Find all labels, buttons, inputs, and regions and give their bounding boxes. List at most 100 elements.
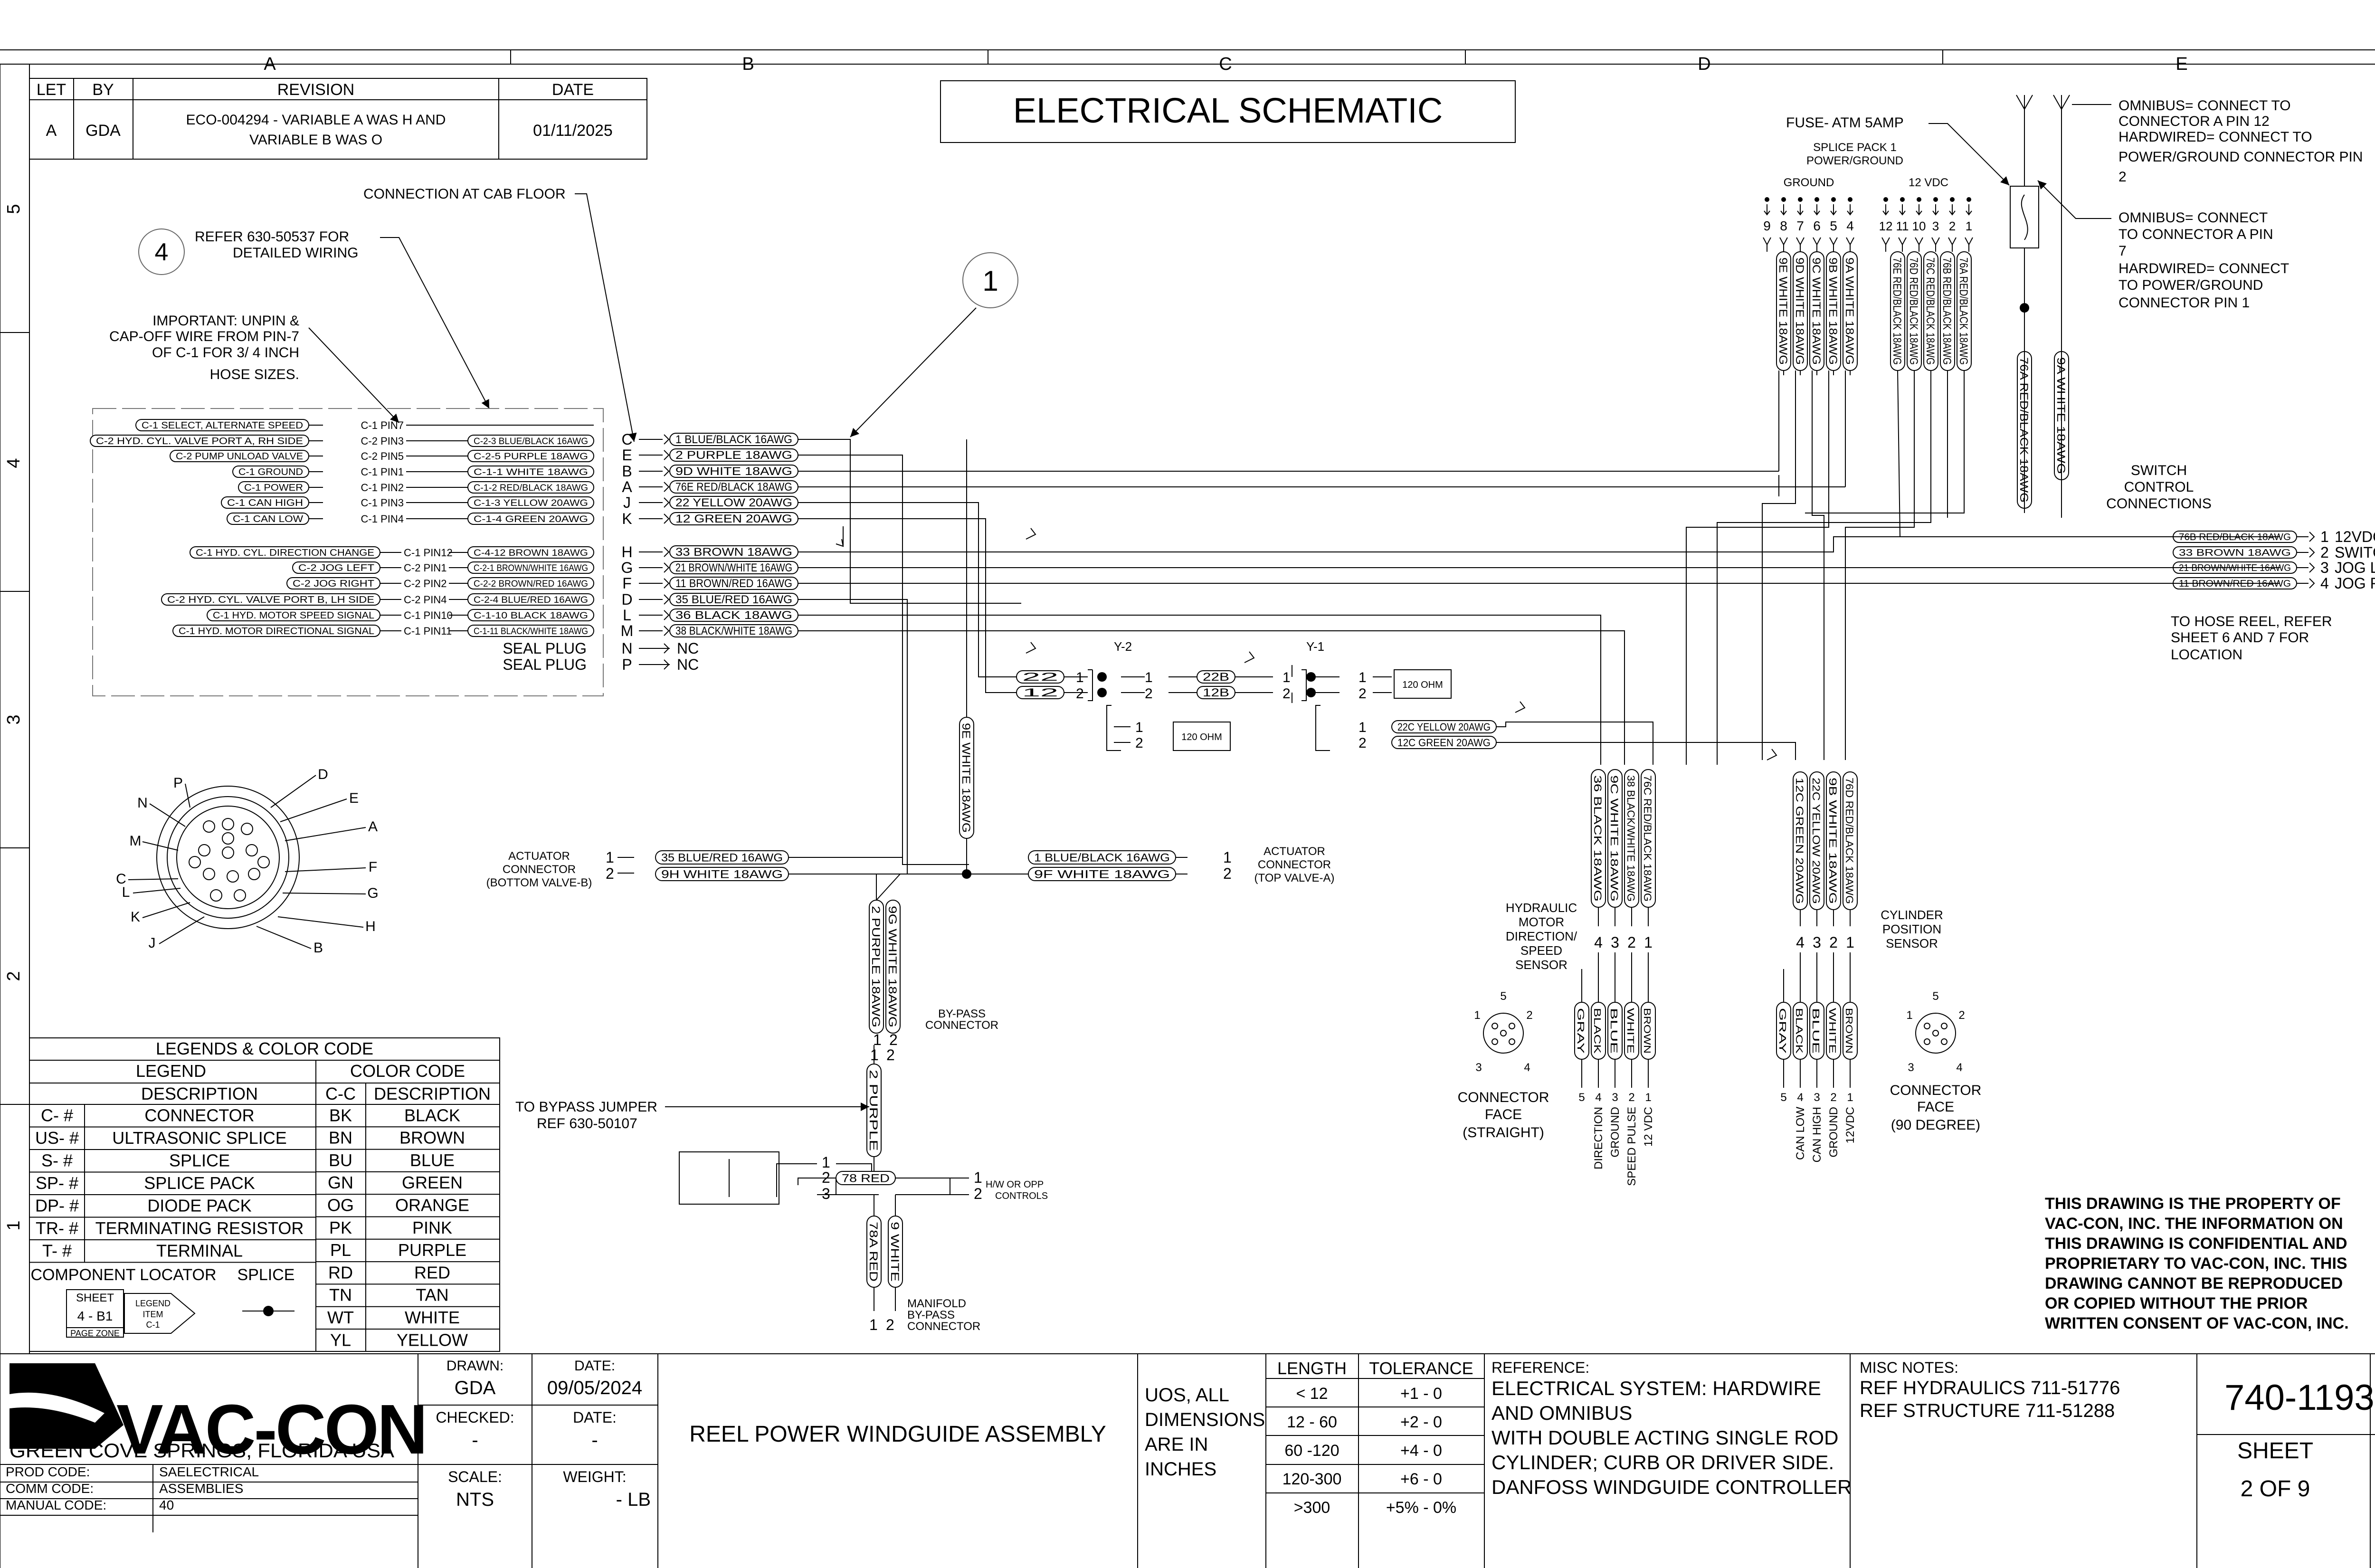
uos-line: UOS, ALL — [1145, 1385, 1229, 1406]
assembly-title: REEL POWER WINDGUIDE ASSEMBLY — [689, 1422, 1106, 1447]
sensor-pin: 3 — [1611, 934, 1619, 951]
func-capsule: C-2 HYD. CYL. VALVE PORT A, RH SIDE — [90, 435, 309, 447]
face-pin-label: N — [137, 795, 148, 811]
sensor-color-pin: 1 — [1847, 1091, 1853, 1104]
rev-date: 01/11/2025 — [533, 122, 613, 140]
splice-ground-wire-text: 9B WHITE 18AWG — [1826, 257, 1839, 365]
can-out-12b: 12B — [1197, 686, 1235, 699]
misc-line: REF HYDRAULICS 711-51776 — [1860, 1378, 2120, 1398]
code-value: ASSEMBLIES — [159, 1481, 243, 1496]
cyl_sensor-wire: 12C GREEN 20AWG — [1793, 771, 1808, 910]
wire-capsule: 1 BLUE/BLACK 16AWG — [669, 433, 798, 446]
act-b-1: ACTUATOR — [508, 850, 570, 863]
can-out-12b-text: 12B — [1203, 686, 1229, 699]
switch-pin: 1 — [2320, 528, 2329, 545]
legend-sym: C- # — [41, 1106, 73, 1125]
tb-drawn: GDA — [455, 1378, 496, 1398]
y2-t-pin1: 1 — [1135, 720, 1143, 735]
wire-capsule-text: 1 BLUE/BLACK 16AWG — [675, 433, 792, 446]
switch-label: SWITCH DIRECTION — [2335, 544, 2375, 561]
man-lp2: 2 — [822, 1169, 830, 1186]
switch-wire-text: 21 BROWN/WHITE 16AWG — [2179, 563, 2291, 573]
face-str-1: CONNECTOR — [1458, 1090, 1549, 1105]
y1-pin1-l: 1 — [1282, 670, 1291, 685]
fuse-assembly: FUSE- ATM 5AMP OMNIBUS= CONNECT TO CONNE… — [1786, 95, 2363, 506]
cyl_sensor-wire-text: 12C GREEN 20AWG — [1794, 778, 1805, 904]
note-refer-1: REFER 630-50537 FOR — [195, 229, 349, 245]
zone-col-e: E — [2176, 54, 2187, 74]
title-text: ELECTRICAL SCHEMATIC — [1013, 91, 1443, 130]
connector-letter: A — [622, 478, 632, 495]
rev-header-date: DATE — [552, 81, 594, 99]
func-capsule: C-1 CAN HIGH — [221, 496, 309, 509]
cyl_sensor-color: BLACK — [1793, 1002, 1808, 1060]
splice-ground-wire: 9D WHITE 18AWG — [1793, 251, 1808, 371]
manifold-down2-text: 9 WHITE — [888, 1222, 901, 1282]
hyd_sensor-wire: 36 BLACK 18AWG — [1591, 769, 1606, 908]
sensor-signal: CAN HIGH — [1811, 1107, 1824, 1162]
manifold-l3: CONNECTOR — [907, 1320, 980, 1333]
omnibus2-l5: TO POWER/GROUND — [2118, 277, 2263, 293]
y2-pin2-r: 2 — [1145, 686, 1153, 702]
color-name: BLACK — [404, 1105, 460, 1125]
act-a-wire1: 1 BLUE/BLACK 16AWG — [1028, 850, 1176, 865]
wire-capsule-text: 35 BLUE/RED 16AWG — [675, 593, 792, 606]
nc-label: NC — [677, 656, 699, 673]
note-important-1: IMPORTANT: UNPIN & — [152, 313, 299, 329]
tol-header-len: LENGTH — [1277, 1359, 1347, 1378]
trunk-wiring — [618, 370, 2280, 1311]
splice-power-wire: 76E RED/BLACK 18AWG — [1890, 251, 1905, 371]
sensor-color-pin: 4 — [1595, 1091, 1601, 1104]
actuator-connectors: ACTUATOR CONNECTOR (BOTTOM VALVE-B) 1 2 … — [486, 845, 1335, 889]
func-capsule: C-1 HYD. CYL. DIRECTION CHANGE — [190, 546, 380, 559]
hyd_sensor-wire-text: 36 BLACK 18AWG — [1592, 775, 1604, 902]
tb-checked: - — [472, 1430, 478, 1451]
bypass-wire1-text: 2 PURPLE 18AWG — [869, 906, 882, 1027]
sensor-color-pin: 3 — [1814, 1091, 1820, 1104]
sensor-pin: 3 — [1813, 934, 1821, 951]
harness-capsule: C-1-4 GREEN 20AWG — [467, 513, 594, 525]
legend-desc: TERMINATING RESISTOR — [95, 1218, 304, 1238]
legend-sym: T- # — [42, 1241, 72, 1261]
y1-label: Y-1 — [1306, 639, 1324, 654]
hyd_sensor-color-text: BLUE — [1608, 1008, 1619, 1054]
func-capsule-text: C-1 POWER — [244, 483, 303, 493]
bypass-wire2: 9G WHITE 18AWG — [885, 900, 901, 1034]
revision-block: LET BY REVISION DATE A GDA ECO-004294 - … — [29, 78, 647, 160]
harness-capsule: C-1-11 BLACK/WHITE 18AWG — [467, 625, 594, 637]
hyd_sensor-wire: 9C WHITE 18AWG — [1607, 769, 1623, 908]
bypass-l1: BY-PASS — [938, 1007, 986, 1020]
tol-len: < 12 — [1296, 1385, 1328, 1403]
act-a-pin2: 2 — [1223, 865, 1232, 882]
color-code: TN — [329, 1285, 352, 1305]
misc-label: MISC NOTES: — [1860, 1359, 1958, 1376]
cyl_sensor-color-text: GRAY — [1777, 1008, 1787, 1054]
can-in-12: 12 — [1016, 686, 1064, 699]
splice-ground-wire-text: 9C WHITE 18AWG — [1810, 257, 1823, 365]
wire-9e-text: 9E WHITE 18AWG — [960, 723, 972, 833]
manifold-l2: BY-PASS — [907, 1309, 955, 1321]
note-important-2: CAP-OFF WIRE FROM PIN-7 — [109, 329, 299, 344]
ohm-y1: 120 OHM — [1402, 680, 1443, 690]
tb-weight: - LB — [616, 1489, 651, 1510]
note-important-4: HOSE SIZES. — [210, 367, 299, 382]
wire-capsule: 9D WHITE 18AWG — [669, 465, 798, 478]
reference-line: CYLINDER; CURB OR DRIVER SIDE. — [1492, 1451, 1834, 1473]
func-capsule: C-1 SELECT, ALTERNATE SPEED — [135, 419, 309, 431]
tol-len: 60 -120 — [1284, 1442, 1339, 1460]
pin-label: C-2 PIN4 — [404, 594, 446, 606]
wire-capsule: 12 GREEN 20AWG — [669, 512, 798, 525]
harness-capsule-text: C-2-5 PURPLE 18AWG — [474, 452, 588, 462]
logo-text: VAC-CON — [116, 1390, 426, 1469]
color-name: BROWN — [399, 1128, 465, 1148]
tb-drawn_label: DRAWN: — [446, 1358, 504, 1374]
sensor-face-pin: 1 — [1906, 1009, 1912, 1022]
func-capsule: C-1 CAN LOW — [227, 513, 309, 525]
uos-line: INCHES — [1145, 1459, 1216, 1480]
zone-col-b: B — [742, 54, 754, 74]
color-code: BN — [329, 1128, 352, 1148]
wire-capsule: 33 BROWN 18AWG — [669, 545, 798, 559]
manifold-wire-text: 78 RED — [842, 1172, 890, 1185]
splice-ground-pin: 4 — [1846, 219, 1854, 233]
